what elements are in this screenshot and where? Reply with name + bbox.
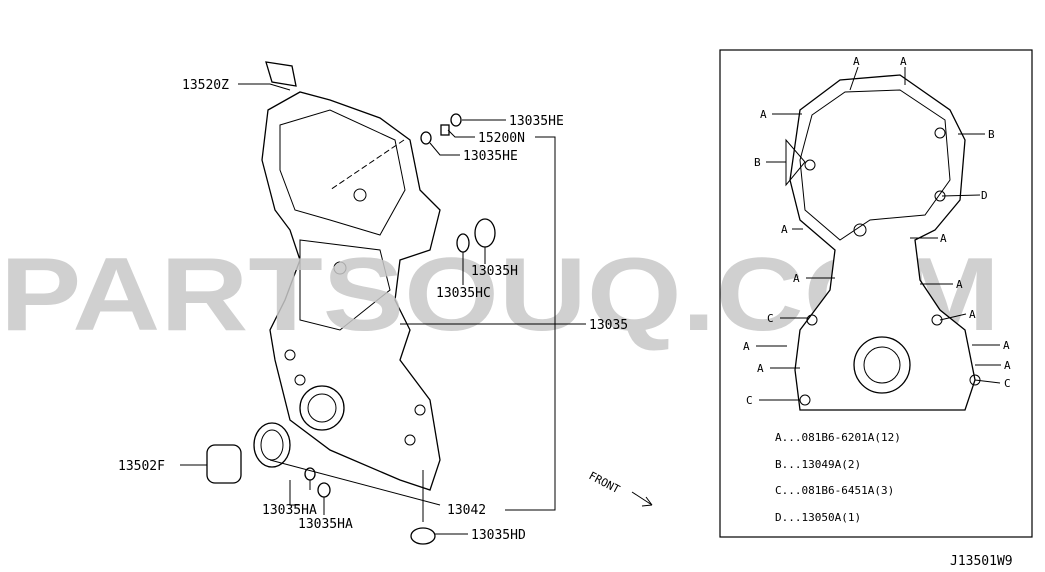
leader-lines bbox=[180, 83, 586, 535]
marker: A bbox=[1003, 339, 1010, 352]
marker: A bbox=[940, 232, 947, 245]
marker: A bbox=[781, 223, 788, 236]
callout-13502F: 13502F bbox=[118, 459, 165, 474]
callout-13035HA-b: 13035HA bbox=[298, 517, 353, 532]
diagram-code: J13501W9 bbox=[950, 554, 1013, 569]
marker: A bbox=[760, 108, 767, 121]
marker: C bbox=[767, 312, 774, 325]
marker: A bbox=[793, 272, 800, 285]
marker: B bbox=[754, 156, 761, 169]
marker: A bbox=[743, 340, 750, 353]
detail-leaders bbox=[756, 66, 1001, 401]
marker: A bbox=[757, 362, 764, 375]
callout-15200N: 15200N bbox=[478, 131, 525, 146]
callout-13035: 13035 bbox=[589, 318, 628, 333]
front-label: FRONT bbox=[587, 469, 623, 496]
marker: A bbox=[853, 55, 860, 68]
detail-illustration bbox=[789, 74, 981, 411]
callout-13035HD: 13035HD bbox=[471, 528, 526, 543]
timing-cover-illustration bbox=[206, 61, 496, 545]
detail-panel bbox=[719, 49, 1033, 538]
legend-item-c: C...081B6-6451A(3) bbox=[775, 484, 894, 497]
legend-item-b: B...13049A(2) bbox=[775, 458, 861, 471]
callout-13035HE-upper: 13035HE bbox=[509, 114, 564, 129]
marker: A bbox=[1004, 359, 1011, 372]
marker: A bbox=[969, 308, 976, 321]
marker: A bbox=[900, 55, 907, 68]
front-arrow-icon bbox=[631, 491, 653, 507]
marker: C bbox=[746, 394, 753, 407]
marker: C bbox=[1004, 377, 1011, 390]
legend: A...081B6-6201A(12) B...13049A(2) C...08… bbox=[775, 431, 901, 524]
callout-13520Z: 13520Z bbox=[182, 78, 229, 93]
marker: B bbox=[988, 128, 995, 141]
callout-13035HE-lower: 13035HE bbox=[463, 149, 518, 164]
callout-13035HC: 13035HC bbox=[436, 286, 491, 301]
oil-seal bbox=[253, 422, 291, 468]
sealant-tube bbox=[265, 61, 297, 87]
marker: A bbox=[956, 278, 963, 291]
callout-13035H: 13035H bbox=[471, 264, 518, 279]
legend-item-d: D...13050A(1) bbox=[775, 511, 861, 524]
bushing bbox=[206, 444, 242, 484]
detail-markers: A A A B B D A A A A C A A A A A C C bbox=[743, 55, 1011, 407]
callout-13035HA-a: 13035HA bbox=[262, 503, 317, 518]
callout-13042: 13042 bbox=[447, 503, 486, 518]
marker: D bbox=[981, 189, 988, 202]
legend-item-a: A...081B6-6201A(12) bbox=[775, 431, 901, 444]
